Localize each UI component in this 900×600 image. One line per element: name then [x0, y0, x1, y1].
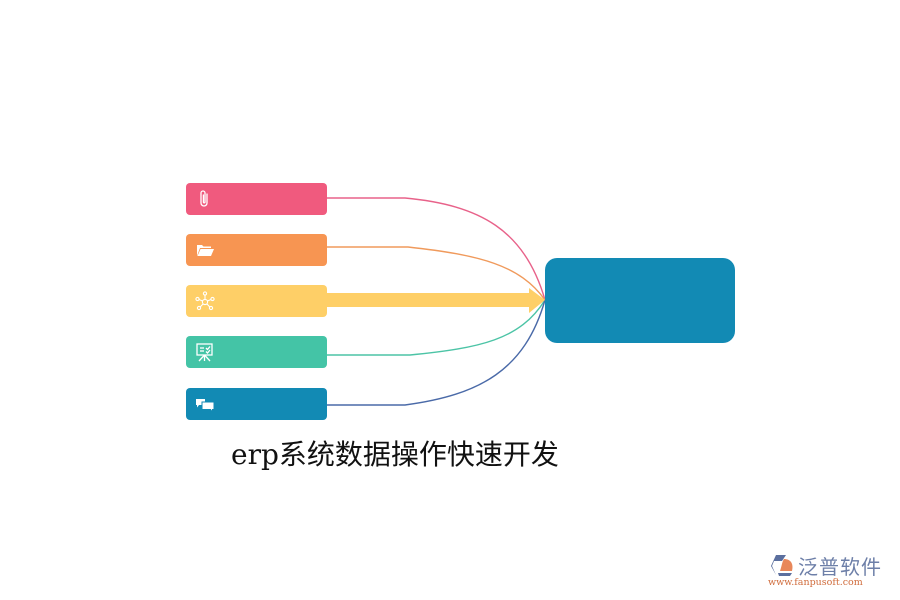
fanpu-logo-icon [771, 555, 793, 576]
central-hub-box[interactable] [545, 258, 735, 343]
folder-open-icon [197, 245, 214, 256]
chat-bubbles-icon [196, 399, 215, 414]
brand-url[interactable]: www.fanpusoft.com [768, 577, 863, 588]
link-paperclip [327, 197, 546, 301]
network-hub-icon [195, 291, 215, 311]
link-chat [327, 299, 546, 406]
presentation-board-icon [196, 343, 213, 362]
item-chat[interactable] [186, 388, 327, 420]
brand-name: 泛普软件 [798, 555, 882, 579]
brand-watermark: 泛普软件 www.fanpusoft.com [768, 551, 893, 591]
arrow-network [327, 288, 545, 313]
paperclip-icon [200, 190, 208, 207]
item-folder[interactable] [186, 234, 327, 266]
link-folder [327, 246, 546, 301]
item-network[interactable] [186, 285, 327, 317]
item-paperclip[interactable] [186, 183, 327, 215]
diagram-title: erp系统数据操作快速开发 [231, 438, 559, 471]
item-presentation[interactable] [186, 336, 327, 368]
link-presentation [327, 299, 546, 356]
